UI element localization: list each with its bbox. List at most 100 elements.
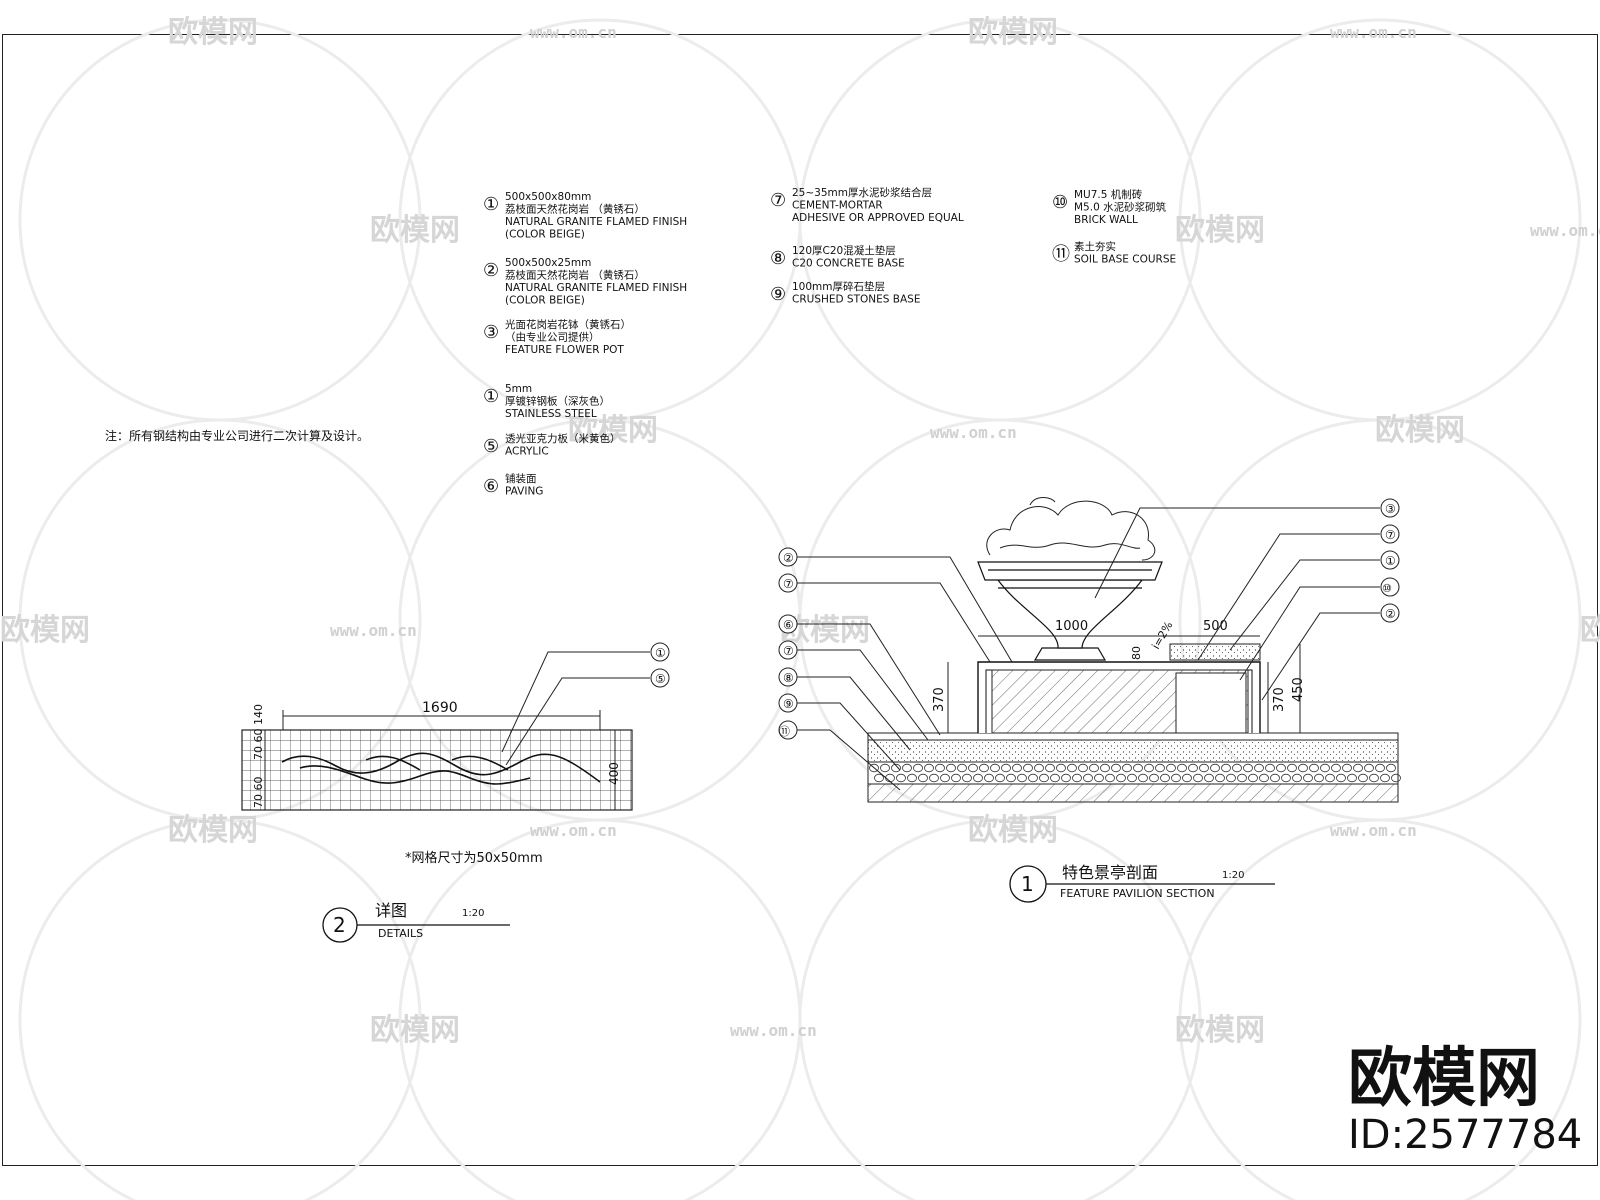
stone bbox=[913, 763, 923, 773]
dim-height-left: 370 bbox=[932, 687, 947, 712]
watermark-logos: 欧模网 欧模网 欧模网 欧模网 欧模网 欧模网 欧模网 欧模网 欧模网 欧模网 … bbox=[0, 15, 1600, 1048]
watermark-urls: www.om.cn www.om.cn www.om.cn www.om.cn … bbox=[330, 23, 1600, 1040]
stone bbox=[1045, 763, 1055, 773]
stone bbox=[1347, 773, 1357, 783]
legend-line: ADHESIVE OR APPROVED EQUAL bbox=[792, 212, 964, 224]
callout-11: ⑪ bbox=[779, 725, 790, 738]
stone bbox=[979, 763, 989, 773]
callout-2: ② bbox=[783, 551, 794, 565]
stone bbox=[1325, 773, 1335, 783]
stone bbox=[1248, 773, 1258, 783]
callout-3: ③ bbox=[1385, 502, 1396, 516]
stone bbox=[1188, 763, 1198, 773]
dim-planter-width: 1000 bbox=[1055, 619, 1088, 634]
stone bbox=[1391, 773, 1401, 783]
stone bbox=[1254, 763, 1264, 773]
legend-line: 5mm bbox=[505, 383, 532, 395]
watermark-logo: 欧模网 bbox=[568, 413, 658, 448]
stone bbox=[1155, 763, 1165, 773]
legend-line: C20 CONCRETE BASE bbox=[792, 258, 905, 270]
watermark-logo: 欧模网 bbox=[168, 15, 258, 50]
legend-number: ⑤ bbox=[483, 436, 499, 457]
stone bbox=[1089, 763, 1099, 773]
stone bbox=[1309, 763, 1319, 773]
stone bbox=[1336, 773, 1346, 783]
stone bbox=[1094, 773, 1104, 783]
legend-line: 素土夯实 bbox=[1074, 240, 1116, 253]
dim-cap-width: 500 bbox=[1203, 619, 1228, 634]
stone bbox=[1144, 763, 1154, 773]
watermark-brand: 欧模网 bbox=[1348, 1042, 1540, 1116]
legend-number: ③ bbox=[483, 322, 499, 343]
callout-9: ⑨ bbox=[783, 697, 794, 711]
watermark-url: www.om.cn bbox=[1330, 821, 1417, 840]
stone bbox=[1127, 773, 1137, 783]
callout-2: ② bbox=[1385, 607, 1396, 621]
stone bbox=[1105, 773, 1115, 783]
stone bbox=[1028, 773, 1038, 783]
watermark-url: www.om.cn bbox=[530, 821, 617, 840]
dim-total-height: 450 bbox=[1291, 677, 1306, 702]
stone bbox=[891, 763, 901, 773]
legend-line: 120厚C20混凝土垫层 bbox=[792, 244, 896, 257]
legend-number: ⑨ bbox=[770, 284, 786, 305]
legend-line: 厚镀锌钢板（深灰色） bbox=[505, 395, 610, 408]
paving-layer bbox=[867, 732, 1399, 741]
legend-line: BRICK WALL bbox=[1074, 214, 1138, 226]
stone bbox=[1171, 773, 1181, 783]
stone bbox=[1100, 763, 1110, 773]
legend-line: 500x500x80mm bbox=[505, 191, 591, 203]
watermark-url: www.om.cn bbox=[530, 23, 617, 42]
legend-number: ⑥ bbox=[483, 476, 499, 497]
watermark-id: ID:2577784 bbox=[1348, 1112, 1582, 1158]
callout-7: ⑦ bbox=[783, 577, 794, 591]
stone bbox=[1265, 763, 1275, 773]
stone bbox=[1243, 763, 1253, 773]
legend-line: 100mm厚碎石垫层 bbox=[792, 280, 885, 293]
stone bbox=[1375, 763, 1385, 773]
stone bbox=[1298, 763, 1308, 773]
sheet-border bbox=[2, 34, 1598, 1166]
stone bbox=[1342, 763, 1352, 773]
stone bbox=[1160, 773, 1170, 783]
watermark-logo: 欧模网 bbox=[1175, 1013, 1265, 1048]
callout-6: ⑥ bbox=[783, 618, 794, 632]
callout-1: ① bbox=[1385, 554, 1396, 568]
legend-line: FEATURE FLOWER POT bbox=[505, 344, 624, 356]
legend-line: M5.0 水泥砂浆砌筑 bbox=[1074, 201, 1167, 214]
stone bbox=[1232, 763, 1242, 773]
callout-7: ⑦ bbox=[783, 644, 794, 658]
granite-cap bbox=[1169, 643, 1261, 661]
left-callouts bbox=[797, 556, 1013, 791]
stone bbox=[902, 763, 912, 773]
stone bbox=[1133, 763, 1143, 773]
stone bbox=[1292, 773, 1302, 783]
wave-pattern bbox=[281, 752, 601, 785]
stone bbox=[1078, 763, 1088, 773]
stone bbox=[918, 773, 928, 783]
stone bbox=[1072, 773, 1082, 783]
watermark-arcs bbox=[18, 18, 1582, 1200]
stone bbox=[1017, 773, 1027, 783]
detail-title-en: DETAILS bbox=[378, 927, 423, 940]
stone bbox=[1012, 763, 1022, 773]
watermark-logo: 欧模网 bbox=[1375, 413, 1465, 448]
legend-number: ⑦ bbox=[770, 190, 786, 211]
stone bbox=[1281, 773, 1291, 783]
watermark-url: www.om.cn bbox=[1530, 221, 1600, 240]
watermark-url: www.om.cn bbox=[1330, 23, 1417, 42]
stone bbox=[1386, 763, 1396, 773]
watermark-url: www.om.cn bbox=[330, 621, 417, 640]
legend-line: STAINLESS STEEL bbox=[505, 408, 597, 420]
stone bbox=[990, 763, 1000, 773]
shrub bbox=[986, 497, 1156, 561]
detail-1-section: 1000 500 370 370 450 80 i=2% ② bbox=[778, 497, 1401, 903]
